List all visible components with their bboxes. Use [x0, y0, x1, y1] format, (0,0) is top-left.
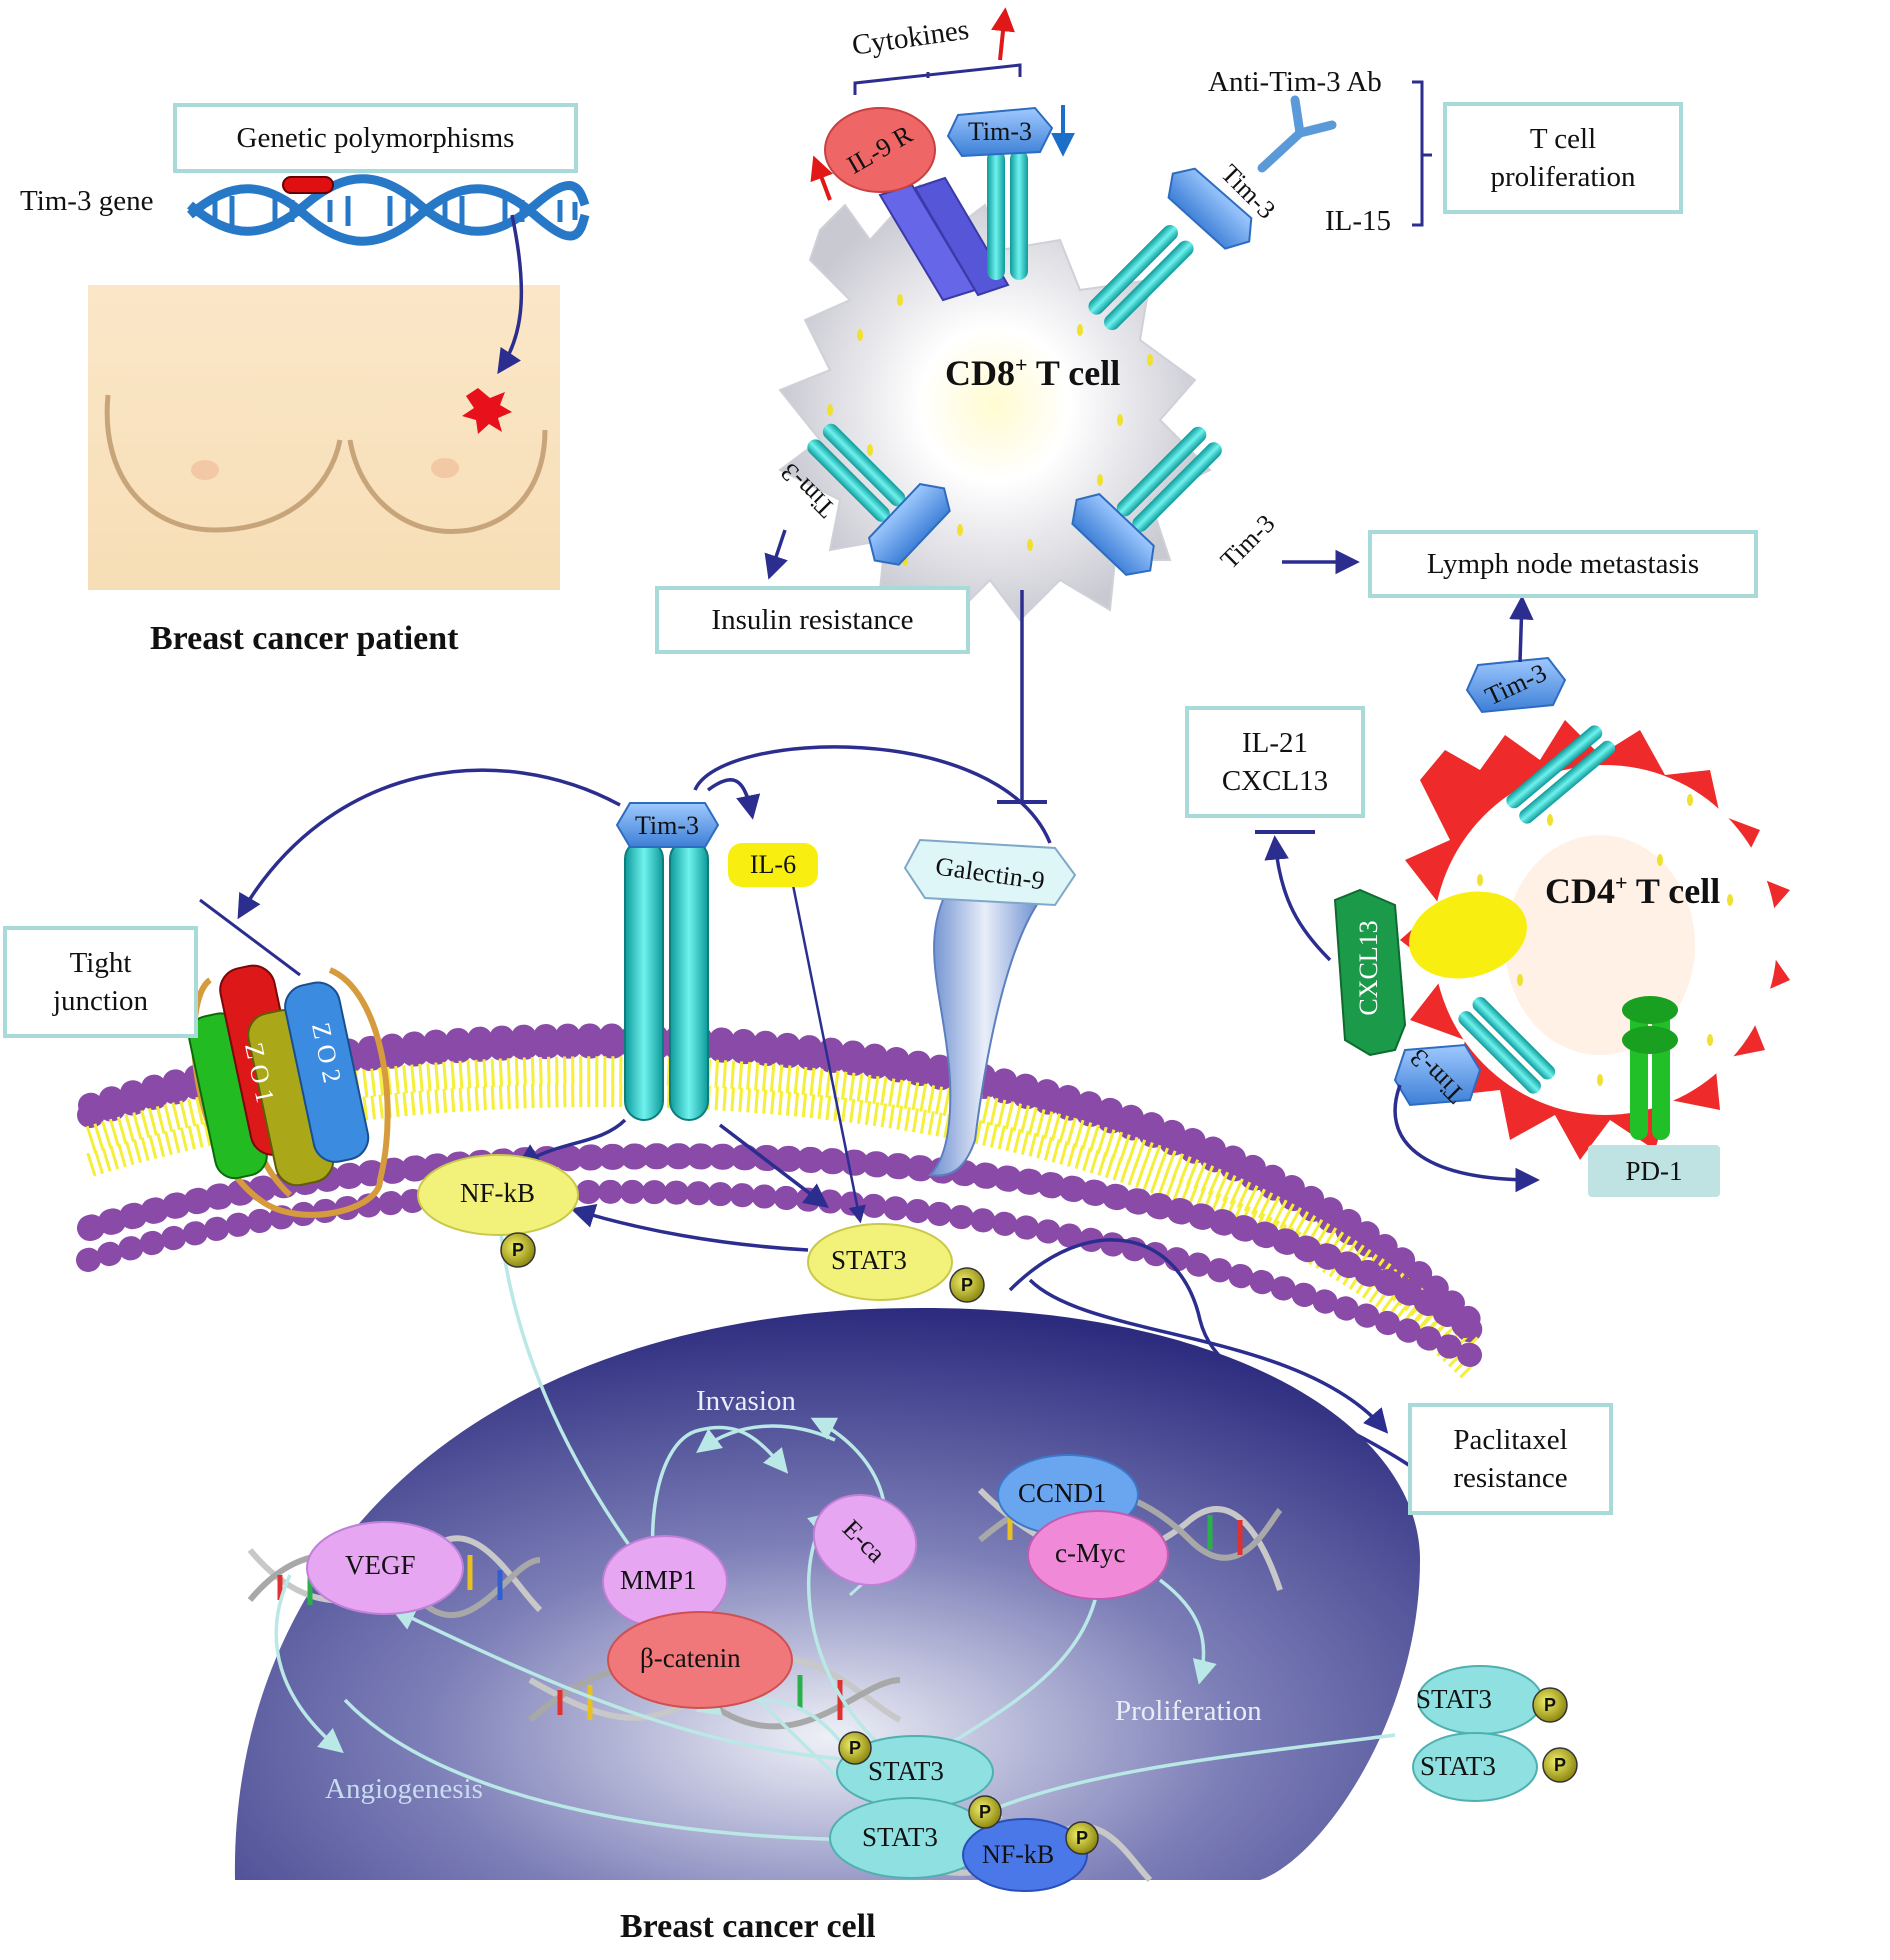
cd4-cell-title: CD4+ T cell: [1545, 870, 1721, 911]
eca-protein: [812, 1493, 918, 1587]
tim3-gene-label: Tim-3 gene: [20, 185, 154, 217]
tim3-label: Tim-3: [1215, 509, 1281, 575]
cd4-tim3-top: [1465, 656, 1567, 714]
cmyc-label: c-Myc: [1055, 1538, 1126, 1568]
p-label: P: [961, 1275, 973, 1295]
bcatenin-protein: [607, 1611, 793, 1709]
cmyc-protein: [1027, 1510, 1169, 1600]
stat3-phosphate: [949, 1267, 985, 1303]
nuclear-stat3-upper-label: STAT3: [868, 1756, 944, 1786]
p-label: P: [849, 1738, 861, 1758]
cytoplasmic-stat3: [807, 1223, 953, 1301]
nfkb-phosphate: [500, 1232, 536, 1268]
cytoplasmic-nfkb: [417, 1154, 579, 1236]
tight-junction-box: Tight junction: [3, 926, 198, 1038]
tight-junction-proteins: [188, 898, 391, 1218]
outside-stat3-upper-label: STAT3: [1416, 1684, 1492, 1714]
bcatenin-label: β-catenin: [640, 1643, 741, 1673]
p-label: P: [979, 1802, 991, 1822]
vegf-label: VEGF: [345, 1550, 416, 1580]
pd1-label-box: PD-1: [1588, 1145, 1720, 1197]
tim3-top-receptor: [946, 106, 1054, 280]
breast-cancer-cell-caption: Breast cancer cell: [620, 1908, 876, 1945]
outside-stat3-lower-label: STAT3: [1420, 1751, 1496, 1781]
outside-stat3-lower: [1412, 1732, 1538, 1802]
p-label: P: [1076, 1828, 1088, 1848]
stat3-label: STAT3: [831, 1245, 907, 1275]
galectin-9-receptor: [903, 838, 1077, 1177]
nfkb-label: NF-kB: [460, 1178, 536, 1208]
cd4-ligand-blob: [1409, 891, 1527, 979]
ccnd1-label: CCND1: [1018, 1478, 1107, 1508]
il15-label: IL-15: [1325, 205, 1392, 237]
p-label: P: [512, 1240, 524, 1260]
tumor-mark: [462, 388, 512, 434]
cd4-tim3-lower: [1393, 1043, 1482, 1107]
nuclear-nfkb: [962, 1818, 1088, 1892]
patient-illustration: [88, 285, 560, 590]
tim3-lower-right-receptor: [1071, 426, 1222, 576]
cxcl13-label: CXCL13: [1354, 920, 1383, 1015]
tim3-left-receptor: [807, 423, 951, 566]
anti-tim3-ab-label: Anti-Tim-3 Ab: [1208, 66, 1382, 98]
lymph-node-metastasis-box: Lymph node metastasis: [1368, 530, 1758, 598]
nucleus: [234, 1224, 1421, 1892]
tim3-right-receptor: [1088, 167, 1253, 331]
p-label: P: [1544, 1695, 1556, 1715]
il9r-receptor: [824, 107, 1010, 302]
nuclear-nfkb-label: NF-kB: [982, 1840, 1055, 1869]
tim3-label: Tim-3: [968, 117, 1032, 146]
pd1-receptor: [1622, 996, 1678, 1140]
il6-label: IL-6: [728, 843, 818, 887]
proliferation-label: Proliferation: [1115, 1695, 1262, 1727]
il21-cxcl13-box: IL-21 CXCL13: [1185, 706, 1365, 818]
insulin-resistance-box: Insulin resistance: [655, 586, 970, 654]
cd4-t-cell: [1255, 595, 1790, 1193]
patient-panel: [88, 174, 590, 590]
tim3-label: Tim-3: [635, 811, 699, 840]
nucleus-body: [234, 1307, 1421, 1880]
cd8-t-cell: [764, 7, 1432, 804]
nuclear-stat3-lower-label: STAT3: [862, 1822, 938, 1852]
tim3-membrane-receptor: [615, 802, 720, 1121]
polymorphism-marker: [282, 176, 334, 194]
patient-caption: Breast cancer patient: [150, 620, 459, 657]
genetic-polymorphisms-box: Genetic polymorphisms: [173, 103, 578, 173]
cd8-cell-title: CD8+ T cell: [945, 352, 1121, 393]
dna-helix: [187, 174, 590, 246]
invasion-label: Invasion: [696, 1385, 796, 1417]
antibody-icon: [1257, 95, 1337, 173]
paclitaxel-resistance-box: Paclitaxel resistance: [1408, 1403, 1613, 1515]
angiogenesis-label: Angiogenesis: [325, 1773, 483, 1805]
mmp1-label: MMP1: [620, 1565, 697, 1595]
vegf-protein: [306, 1521, 464, 1615]
cxcl13-receptor: [1333, 888, 1407, 1057]
p-label: P: [1554, 1755, 1566, 1775]
t-cell-proliferation-box: T cell proliferation: [1443, 102, 1683, 214]
